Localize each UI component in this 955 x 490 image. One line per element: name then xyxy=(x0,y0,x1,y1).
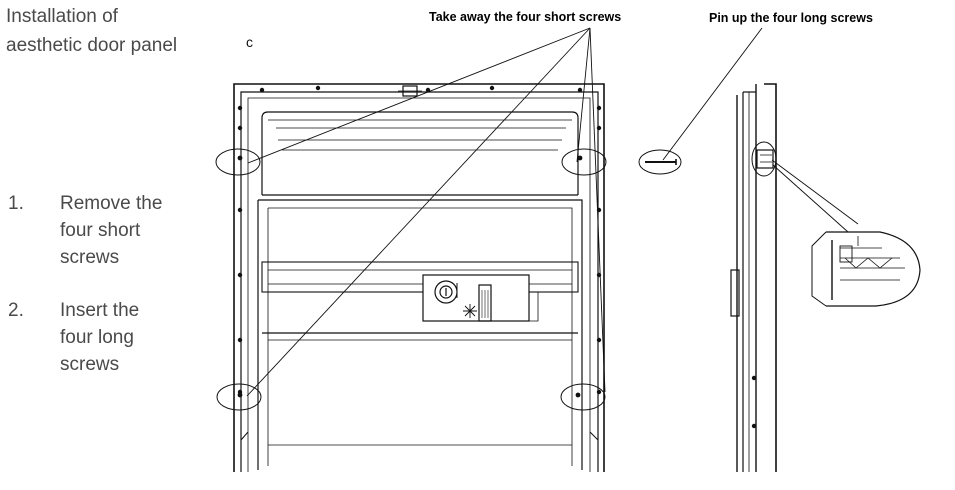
step-1-number: 1. xyxy=(8,193,24,214)
door-front-view xyxy=(233,83,605,472)
magnified-detail xyxy=(771,159,921,307)
frame-screws xyxy=(237,85,602,398)
screw-highlight-bottom-left xyxy=(216,383,262,411)
side-screw-detail xyxy=(756,149,774,169)
screw-highlights xyxy=(215,148,682,411)
door-side-view xyxy=(730,83,777,472)
page-title: Installation of aesthetic door panel xyxy=(6,2,236,60)
long-screw-icon xyxy=(645,159,677,165)
step-2-number: 2. xyxy=(8,300,24,321)
callout-short-screws: Take away the four short screws xyxy=(429,10,622,24)
step-1: 1. Remove the four short screws xyxy=(8,190,230,271)
callout-long-screws: Pin up the four long screws xyxy=(709,11,873,25)
long-screw-highlight xyxy=(638,149,682,175)
screw-highlight-top-left xyxy=(215,148,261,176)
title-line-2: aesthetic door panel xyxy=(6,35,178,56)
screw-highlight-top-right xyxy=(561,148,607,176)
leader-lines xyxy=(246,27,763,397)
step-2-text: Insert the four long screws xyxy=(60,300,140,375)
step-1-text: Remove the four short screws xyxy=(60,193,163,268)
title-line-1: Installation of xyxy=(6,6,118,27)
screw-highlight-bottom-right xyxy=(560,383,606,411)
section-letter: c xyxy=(246,34,253,50)
instruction-steps: 1. Remove the four short screws 2. Inser… xyxy=(8,190,230,404)
step-2: 2. Insert the four long screws xyxy=(8,297,230,378)
